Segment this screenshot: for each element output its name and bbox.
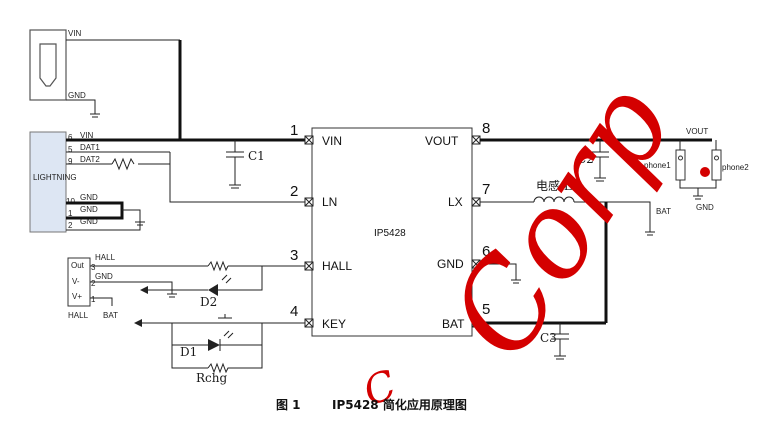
lightning-pin-name: GND (80, 217, 98, 226)
pin-number: 3 (290, 247, 298, 264)
c1-label: C1 (248, 149, 265, 163)
pin-number: 5 (482, 301, 490, 318)
rchg-label: Rchg (196, 371, 227, 385)
hall-net-label: BAT (103, 311, 118, 320)
pin-name: KEY (322, 317, 346, 331)
pin-name: VOUT (425, 134, 459, 148)
usb-vin-label: VIN (68, 29, 82, 38)
hall-pin-num: 2 (91, 279, 96, 288)
lightning-pin-num: 6 (68, 133, 73, 142)
c3-label: C3 (540, 331, 557, 345)
resistor-rchg: Rchg (196, 345, 263, 385)
lightning-connector: LIGHTNING 6 VIN 5 DAT1 9 DAT2 10 GND 1 G… (29, 131, 100, 233)
lightning-pin-name: DAT1 (80, 143, 100, 152)
pin-number: 2 (290, 183, 298, 200)
pin-number: 6 (482, 243, 490, 260)
chip-pin-2: 2 LN (290, 183, 337, 209)
led-d2: D2 (140, 266, 263, 309)
lightning-pin-num: 9 (68, 157, 73, 166)
phone-connectors: phone1 phone2 GND (644, 140, 749, 212)
lightning-pin-num: 1 (68, 209, 73, 218)
hall-pin-name: Out (71, 261, 85, 270)
hall-net-label: HALL (95, 253, 116, 262)
hall-net-label: GND (95, 272, 113, 281)
bat-net-label: BAT (656, 207, 671, 216)
chip-pin-3: 3 HALL (290, 247, 352, 273)
pin-name: LN (322, 195, 337, 209)
chip-pin-5: 5 BAT (442, 301, 490, 331)
figure-caption: IP5428 简化应用原理图 (332, 397, 467, 412)
chip-pin-4: 4 KEY (290, 303, 346, 331)
figure-number: 图 1 (276, 398, 301, 412)
hall-pin-num: 3 (91, 263, 96, 272)
pin-number: 8 (482, 120, 490, 137)
d1-label: D1 (180, 345, 197, 359)
pin-number: 7 (482, 181, 490, 198)
usb-connector: VIN GND (29, 29, 86, 101)
capacitor-c1: C1 (226, 140, 265, 189)
inductor-label: 电感 L1 (536, 178, 579, 193)
pin-number: 4 (290, 303, 298, 320)
pin-name: LX (448, 195, 463, 209)
pin-number: 1 (290, 122, 298, 139)
capacitor-c2: C2 (577, 140, 609, 182)
hall-pin-name: V+ (72, 292, 82, 301)
pin-name: HALL (322, 259, 352, 273)
lightning-title: LIGHTNING (33, 173, 77, 182)
chip-name: IP5428 (374, 228, 406, 239)
lightning-pin-num: 5 (68, 145, 73, 154)
pin-name: VIN (322, 134, 342, 148)
chip-pin-6: 6 GND (437, 243, 490, 271)
phone2-label: phone2 (722, 163, 749, 172)
d2-label: D2 (200, 295, 217, 309)
lightning-pin-name: DAT2 (80, 155, 100, 164)
chip-pin-8: 8 VOUT (425, 120, 490, 148)
hall-pin-num: 1 (91, 295, 96, 304)
c2-label: C2 (577, 152, 594, 166)
led-d1: D1 (171, 323, 263, 369)
capacitor-c3: C3 (540, 323, 569, 360)
hall-pin-name: V- (72, 277, 80, 286)
phone1-label: phone1 (644, 161, 671, 170)
hall-title: HALL (68, 311, 89, 320)
usb-gnd-label: GND (68, 91, 86, 100)
ip5428-chip: IP5428 (311, 127, 473, 337)
chip-pin-1: 1 VIN (290, 122, 342, 148)
lightning-pin-num: 2 (68, 221, 73, 230)
chip-pin-7: 7 LX (448, 181, 490, 209)
lightning-pin-name: VIN (80, 131, 94, 140)
lightning-pin-name: GND (80, 193, 98, 202)
lightning-pin-name: GND (80, 205, 98, 214)
inductor-l1: 电感 L1 (533, 178, 579, 203)
vout-net-label: VOUT (686, 127, 708, 136)
pin-name: BAT (442, 317, 465, 331)
hall-sensor: Out 3 V- 2 V+ 1 HALL HALL GND BAT (67, 253, 118, 320)
pin-name: GND (437, 257, 464, 271)
phones-gnd-label: GND (696, 203, 714, 212)
